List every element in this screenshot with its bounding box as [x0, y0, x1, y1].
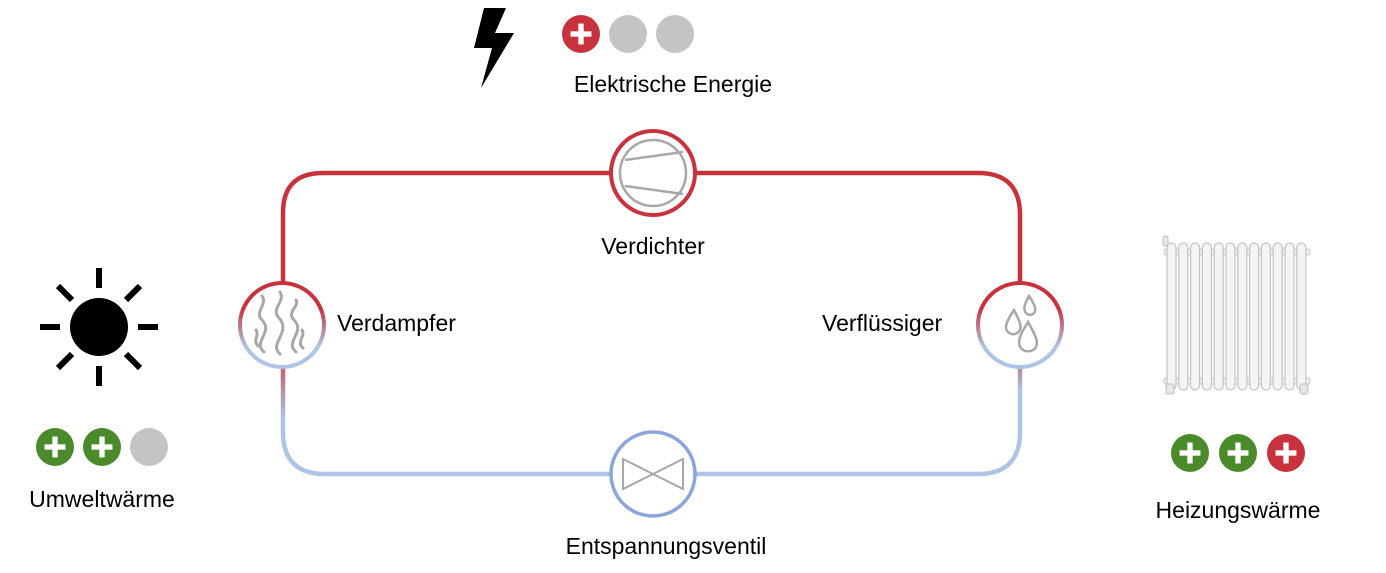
plus-circle-icon — [1219, 434, 1257, 472]
radiator-fin — [1189, 242, 1201, 391]
radiator-fin — [1213, 242, 1224, 391]
pipe-right — [695, 240, 1023, 477]
pipe-left — [280, 218, 610, 477]
rating-ambient-heat — [36, 428, 168, 466]
label-heating-heat: Heizungswärme — [1155, 497, 1321, 523]
rating-electric-energy — [562, 15, 694, 53]
radiator-icon — [1162, 235, 1311, 395]
compressor-icon — [618, 138, 688, 208]
radiator-fin — [1237, 242, 1248, 391]
radiator-fin — [1178, 242, 1189, 391]
radiator-fin — [1284, 242, 1295, 391]
plus-circle-icon — [1171, 434, 1209, 472]
plus-circle-icon — [562, 15, 600, 53]
label-ambient-heat: Umweltwärme — [29, 486, 175, 512]
evaporator-node — [238, 281, 326, 369]
label-electric-energy: Elektrische Energie — [573, 71, 773, 97]
radiator-fin — [1166, 242, 1177, 391]
rating-heating-heat — [1171, 434, 1305, 472]
radiator-fin — [1201, 242, 1213, 391]
radiator-fin — [1248, 242, 1260, 391]
compressor-node — [609, 129, 697, 217]
radiator-fin — [1225, 242, 1236, 391]
droplets-icon — [1004, 293, 1039, 353]
empty-dot — [130, 428, 168, 466]
plus-circle-icon — [83, 428, 121, 466]
label-compressor: Verdichter — [601, 233, 705, 259]
empty-dot — [609, 15, 647, 53]
expansion-valve-node — [609, 430, 697, 518]
empty-dot — [656, 15, 694, 53]
radiator-fin — [1260, 242, 1272, 391]
label-evaporator: Verdampfer — [337, 310, 456, 336]
label-condenser: Verflüssiger — [822, 310, 943, 336]
plus-circle-icon — [1267, 434, 1305, 472]
label-expansion-valve: Entspannungsventil — [565, 533, 767, 559]
condenser-node — [976, 281, 1064, 369]
sun-icon — [40, 268, 158, 386]
valve-icon — [622, 457, 684, 491]
radiator-fin — [1296, 242, 1307, 391]
lightning-icon — [474, 8, 514, 88]
plus-circle-icon — [36, 428, 74, 466]
radiator-fin — [1272, 242, 1283, 391]
steam-icon — [254, 290, 305, 356]
